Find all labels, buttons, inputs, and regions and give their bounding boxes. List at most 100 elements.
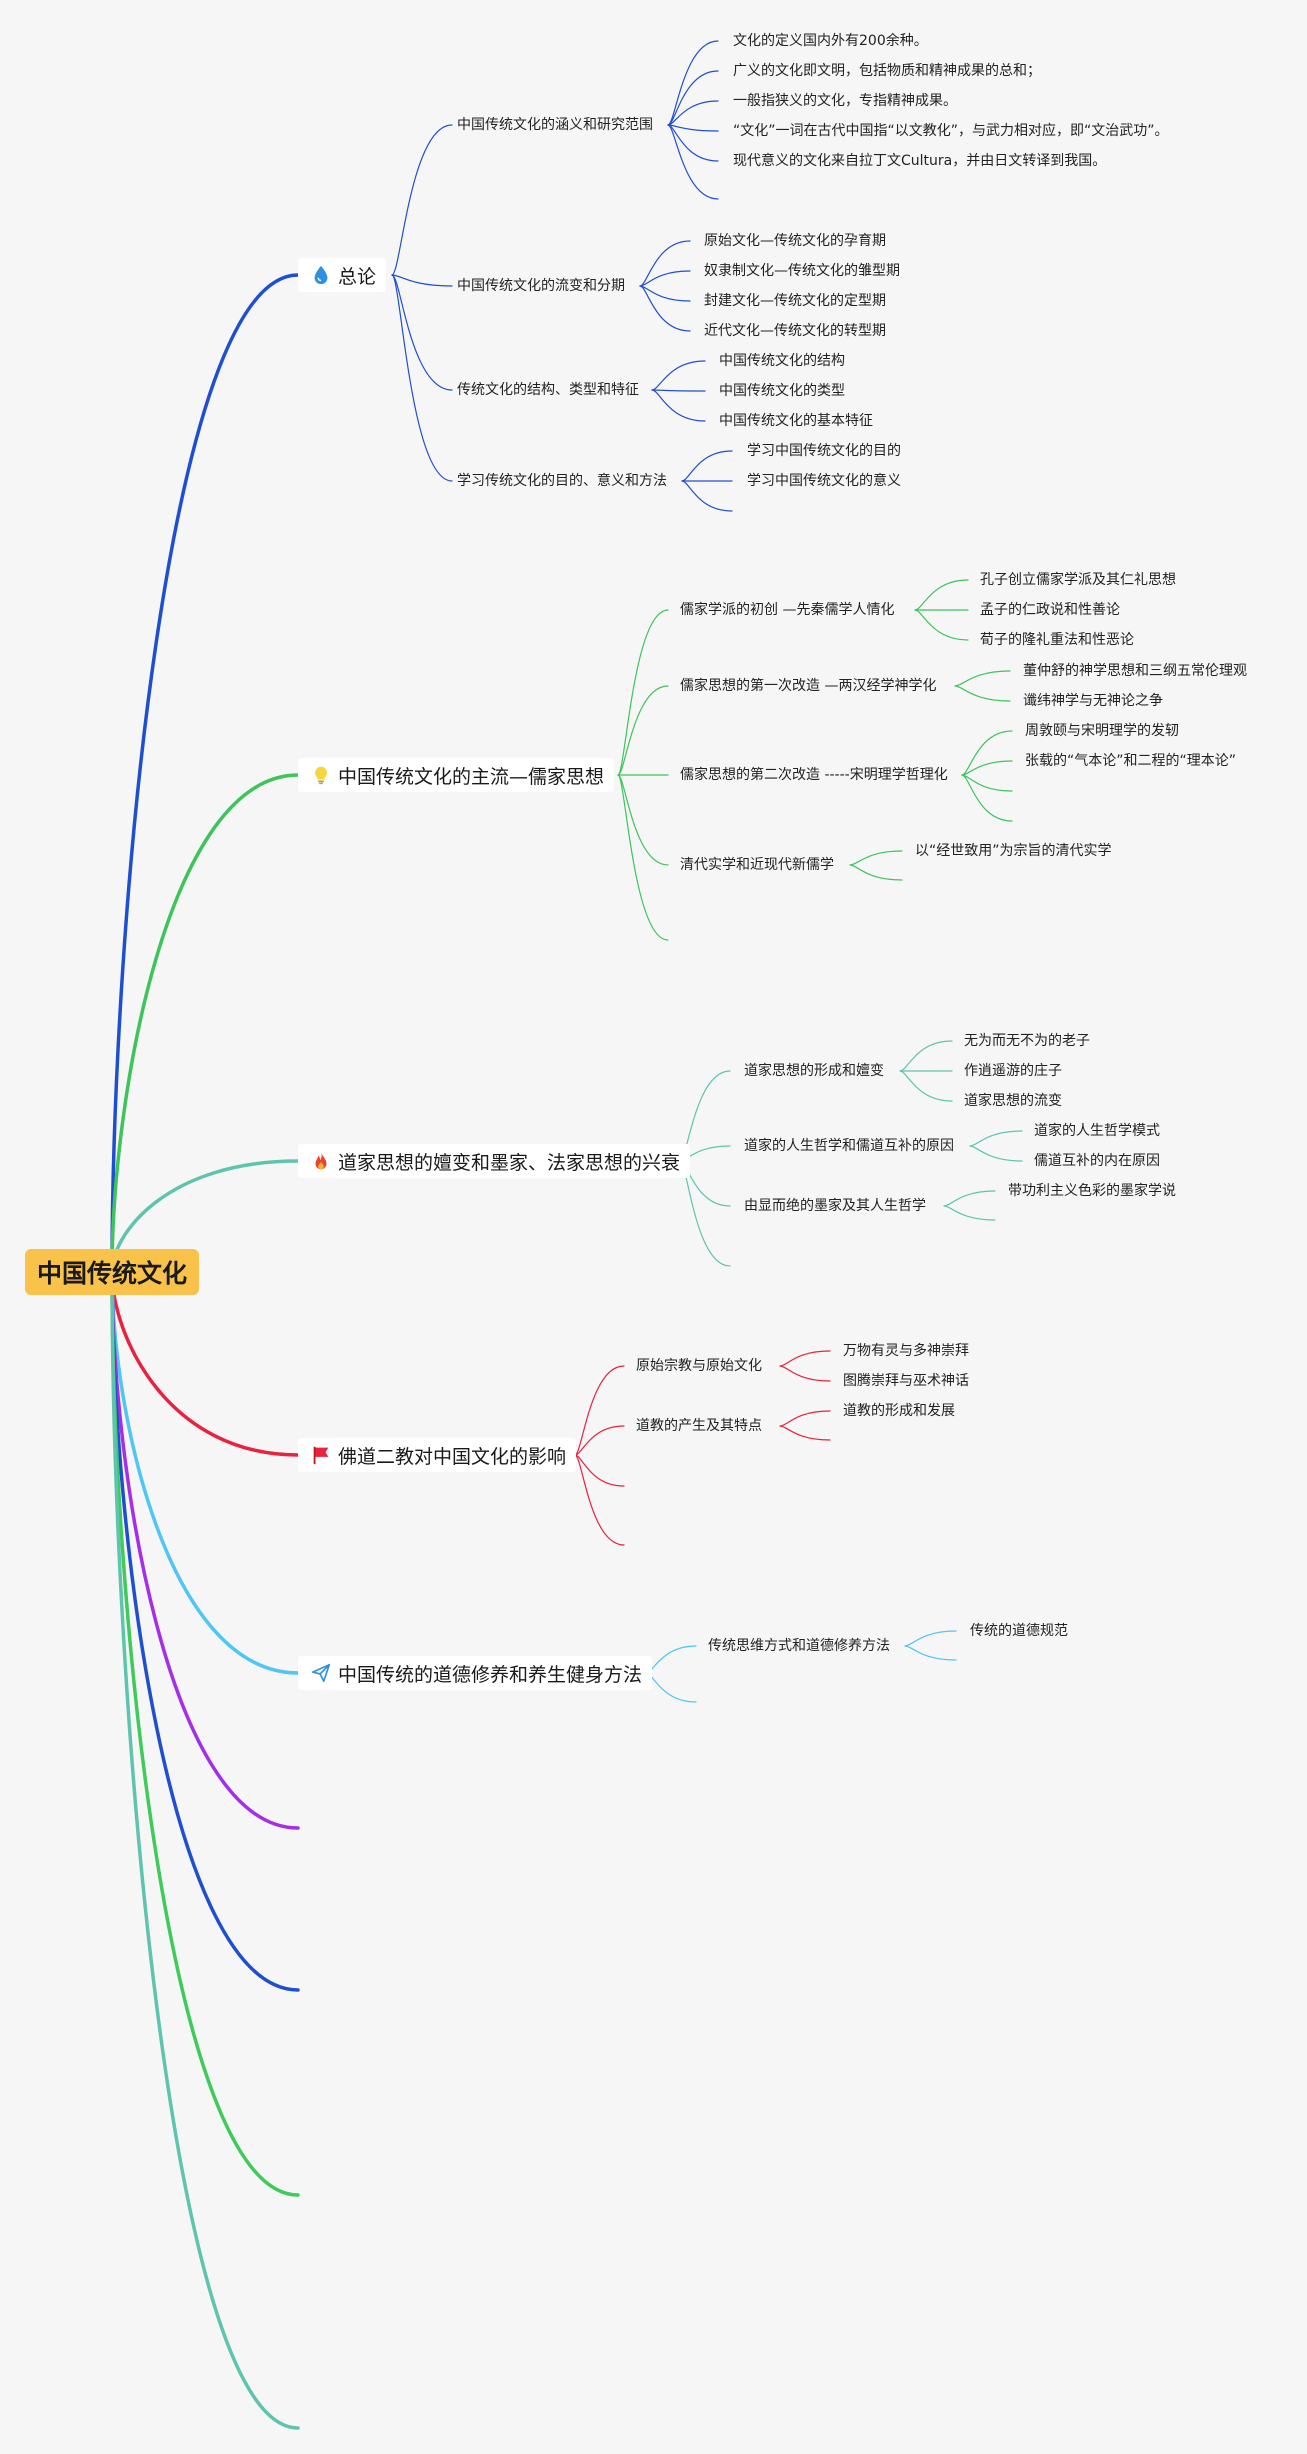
sub-connector: [617, 609, 669, 776]
leaf-item[interactable]: 现代意义的文化来自拉丁文Cultura，并由日文转译到我国。: [733, 153, 1107, 169]
leaf-item[interactable]: 谶纬神学与无神论之争: [1023, 693, 1163, 709]
red-flag-icon: [310, 1444, 332, 1466]
leaf-connector: [779, 1425, 831, 1441]
leaf-connector: [667, 124, 719, 132]
subtopic[interactable]: 学习传统文化的目的、意义和方法: [457, 473, 667, 489]
subtopic[interactable]: 原始宗教与原始文化: [636, 1358, 762, 1374]
leaf-item[interactable]: 道家思想的流变: [964, 1093, 1062, 1109]
leaf-connector: [849, 850, 903, 866]
sub-connector: [391, 274, 453, 391]
leaf-connector: [961, 774, 1013, 792]
leaf-item[interactable]: 文化的定义国内外有200余种。: [733, 33, 928, 49]
leaf-connector: [961, 760, 1013, 776]
subtopic[interactable]: 传统思维方式和道德修养方法: [708, 1638, 890, 1654]
trunk-line-empty: [110, 1270, 300, 1992]
subtopic[interactable]: 中国传统文化的涵义和研究范围: [457, 117, 653, 133]
leaf-connector: [849, 864, 903, 881]
fire-icon: [310, 1150, 332, 1172]
leaf-item[interactable]: 中国传统文化的类型: [719, 383, 845, 399]
sub-connector: [645, 1672, 697, 1703]
trunk-line: [110, 273, 300, 1274]
trunk-line: [110, 1270, 300, 1675]
sub-connector: [574, 1425, 625, 1456]
leaf-item[interactable]: 中国传统文化的结构: [719, 353, 845, 369]
branch-confucianism[interactable]: 中国传统文化的主流—儒家思想: [298, 758, 615, 792]
branch-general-theory[interactable]: 总论: [298, 258, 387, 292]
subtopic[interactable]: 道家的人生哲学和儒道互补的原因: [744, 1138, 954, 1154]
leaf-item[interactable]: 万物有灵与多神崇拜: [843, 1343, 969, 1359]
trunk-line-empty: [110, 1270, 300, 2197]
sub-connector: [391, 274, 453, 287]
water-drop-icon: [310, 264, 332, 286]
leaf-item[interactable]: 带功利主义色彩的墨家学说: [1008, 1183, 1176, 1199]
leaf-connector: [943, 1190, 996, 1207]
leaf-connector: [639, 285, 691, 332]
subtopic[interactable]: 道家思想的形成和嬗变: [744, 1063, 884, 1079]
leaf-item[interactable]: 儒道互补的内在原因: [1034, 1153, 1160, 1169]
trunk-line: [110, 1270, 300, 1457]
leaf-item[interactable]: 近代文化—传统文化的转型期: [704, 323, 886, 339]
leaf-item[interactable]: 学习中国传统文化的意义: [747, 473, 901, 489]
leaf-connector: [779, 1410, 831, 1427]
leaf-connector: [667, 70, 719, 126]
branch-moral-cultivation[interactable]: 中国传统的道德修养和养生健身方法: [298, 1656, 653, 1690]
leaf-connector: [779, 1365, 831, 1382]
leaf-item[interactable]: 道教的形成和发展: [843, 1403, 955, 1419]
leaf-connector: [914, 579, 969, 611]
leaf-item[interactable]: “文化”一词在古代中国指“以文教化”，与武力相对应，即“文治武功”。: [733, 123, 1169, 139]
sub-connector: [617, 774, 669, 941]
leaf-item[interactable]: 广义的文化即文明，包括物质和精神成果的总和；: [733, 63, 1041, 79]
leaf-connector: [904, 1630, 957, 1647]
leaf-connector: [899, 1040, 953, 1072]
leaf-item[interactable]: 奴隶制文化—传统文化的雏型期: [704, 263, 900, 279]
sub-connector: [574, 1454, 625, 1487]
leaf-connector: [681, 480, 733, 512]
sub-connector: [574, 1365, 625, 1456]
leaf-connector: [914, 609, 969, 641]
leaf-item[interactable]: 一般指狭义的文化，专指精神成果。: [733, 93, 957, 109]
leaf-item[interactable]: 传统的道德规范: [970, 1623, 1068, 1639]
leaf-connector: [943, 1205, 996, 1221]
subtopic[interactable]: 儒家思想的第二次改造 -----宋明理学哲理化: [680, 767, 948, 783]
subtopic[interactable]: 清代实学和近现代新儒学: [680, 857, 834, 873]
subtopic[interactable]: 由显而绝的墨家及其人生哲学: [744, 1198, 926, 1214]
leaf-item[interactable]: 董仲舒的神学思想和三纲五常伦理观: [1023, 663, 1247, 679]
leaf-item[interactable]: 无为而无不为的老子: [964, 1033, 1090, 1049]
leaf-item[interactable]: 图腾崇拜与巫术神话: [843, 1373, 969, 1389]
leaf-item[interactable]: 学习中国传统文化的目的: [747, 443, 901, 459]
branch-taoism[interactable]: 道家思想的嬗变和墨家、法家思想的兴衰: [298, 1144, 691, 1178]
leaf-item[interactable]: 道家的人生哲学模式: [1034, 1123, 1160, 1139]
leaf-item[interactable]: 张载的“气本论”和二程的“理本论”: [1025, 753, 1237, 769]
leaf-item[interactable]: 封建文化—传统文化的定型期: [704, 293, 886, 309]
leaf-item[interactable]: 中国传统文化的基本特征: [719, 413, 873, 429]
leaf-item[interactable]: 孔子创立儒家学派及其仁礼思想: [980, 572, 1176, 588]
subtopic[interactable]: 儒家思想的第一次改造 —两汉经学神学化: [680, 678, 937, 694]
leaf-item[interactable]: 周敦颐与宋明理学的发轫: [1025, 723, 1179, 739]
sub-connector: [574, 1454, 625, 1546]
leaf-item[interactable]: 原始文化—传统文化的孕育期: [704, 233, 886, 249]
trunk-line-empty: [110, 1270, 300, 2430]
root-node[interactable]: 中国传统文化: [25, 1249, 199, 1295]
leaf-connector: [651, 389, 706, 392]
leaf-item[interactable]: 孟子的仁政说和性善论: [980, 602, 1120, 618]
leaf-connector: [639, 240, 691, 287]
leaf-item[interactable]: 以“经世致用”为宗旨的清代实学: [915, 843, 1112, 859]
leaf-connector: [667, 124, 719, 200]
leaf-item[interactable]: 作逍遥游的庄子: [964, 1063, 1062, 1079]
branch-label: 总论: [338, 265, 377, 288]
subtopic[interactable]: 传统文化的结构、类型和特征: [457, 382, 639, 398]
leaf-connector: [969, 1130, 1023, 1147]
leaf-connector: [961, 774, 1013, 822]
leaf-connector: [639, 285, 691, 302]
subtopic[interactable]: 中国传统文化的流变和分期: [457, 278, 625, 294]
leaf-item[interactable]: 荀子的隆礼重法和性恶论: [980, 632, 1134, 648]
branch-label: 中国传统文化的主流—儒家思想: [338, 765, 605, 788]
subtopic[interactable]: 儒家学派的初创 —先秦儒学人情化: [680, 602, 895, 618]
leaf-connector: [954, 670, 1011, 687]
lightbulb-icon: [310, 764, 332, 786]
leaf-connector: [899, 1070, 953, 1102]
branch-buddhism-taoism[interactable]: 佛道二教对中国文化的影响: [298, 1438, 577, 1472]
subtopic[interactable]: 道教的产生及其特点: [636, 1418, 762, 1434]
branch-label: 佛道二教对中国文化的影响: [338, 1445, 567, 1468]
